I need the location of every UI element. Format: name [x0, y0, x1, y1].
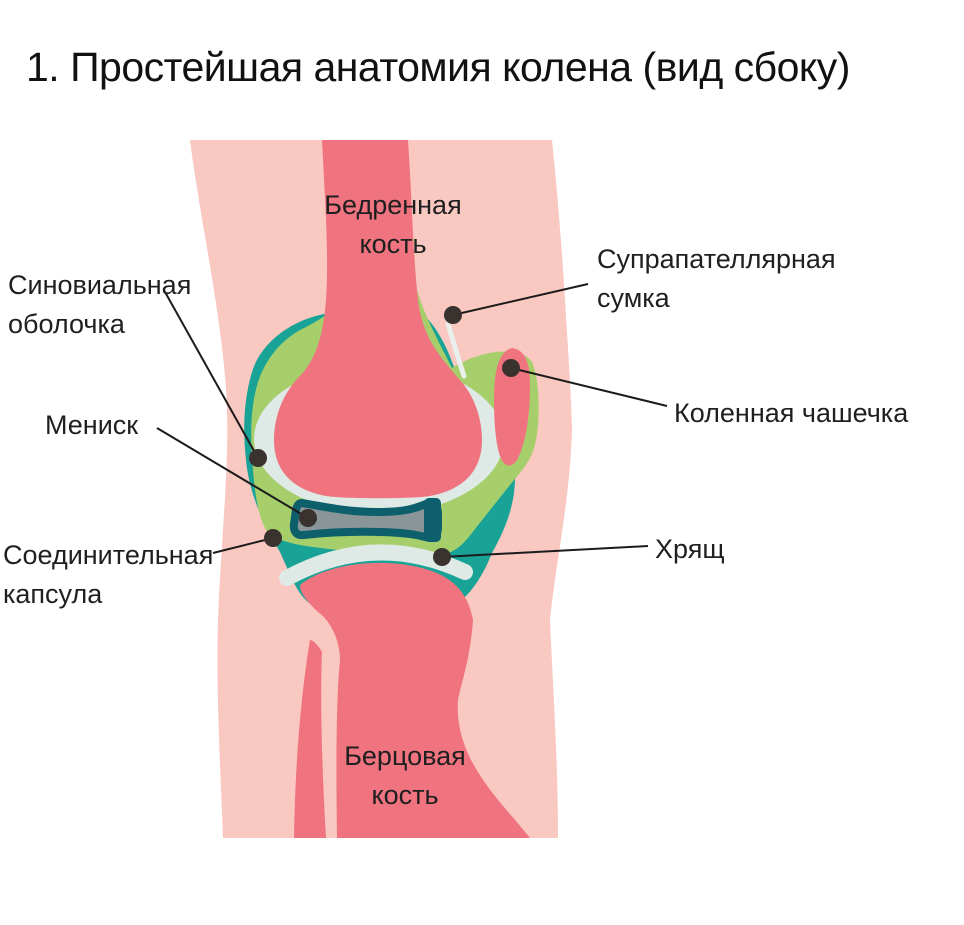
- marker-dots: [249, 306, 520, 566]
- dot-patella: [502, 359, 520, 377]
- leader-lines: [156, 283, 668, 558]
- leader-line-synovial: [164, 291, 259, 459]
- dot-capsule: [264, 529, 282, 547]
- leader-line-suprapatellar: [452, 283, 589, 316]
- leader-line-patella: [510, 367, 668, 407]
- leader-line-meniscus: [156, 427, 309, 519]
- dot-cartilage: [433, 548, 451, 566]
- page-title: 1. Простейшая анатомия колена (вид сбоку…: [26, 44, 850, 90]
- label-cartilage: Хрящ: [655, 534, 725, 564]
- tibia-shape: [300, 562, 530, 838]
- label-meniscus: Мениск: [45, 410, 139, 440]
- leader-line-capsule: [212, 537, 274, 554]
- patella-shape: [494, 348, 530, 466]
- label-suprapatellar-bursa: Супрапателлярная сумка: [597, 244, 836, 313]
- cartilage-sliver: [445, 321, 467, 379]
- leader-line-cartilage: [441, 545, 649, 558]
- label-synovial-membrane: Синовиальная оболочка: [8, 270, 192, 339]
- label-patella: Коленная чашечка: [674, 398, 909, 428]
- label-tibia: Берцовая кость: [344, 741, 466, 810]
- dot-suprapatellar: [444, 306, 462, 324]
- dot-synovial: [249, 449, 267, 467]
- dot-meniscus: [299, 509, 317, 527]
- fibula-shape: [294, 640, 326, 838]
- femur-shape: [274, 140, 482, 499]
- label-joint-capsule: Соединительная капсула: [3, 540, 214, 609]
- meniscus-end-cap: [424, 498, 441, 542]
- label-femur: Бедренная кость: [324, 190, 462, 259]
